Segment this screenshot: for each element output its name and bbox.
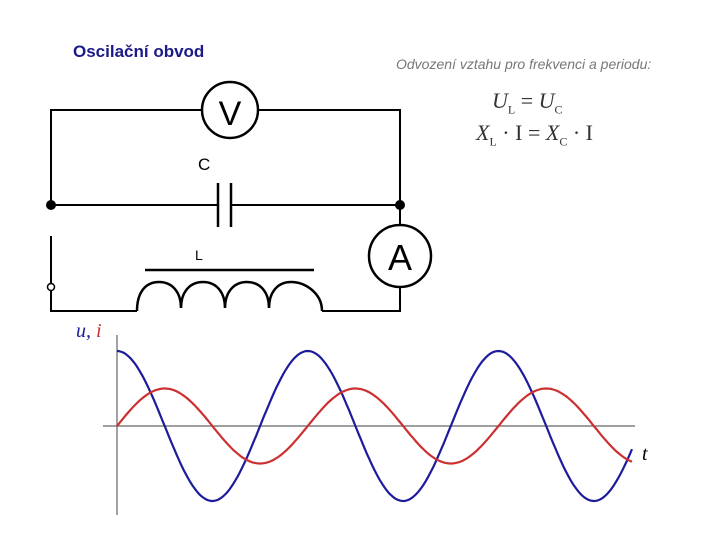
y-label-sep: , — [86, 320, 91, 342]
voltmeter-circle — [200, 80, 260, 140]
eq1-left-symbol: U — [492, 88, 508, 113]
voltage-wave — [116, 349, 634, 503]
eq1-operator: = — [515, 88, 539, 113]
capacitor: C — [198, 155, 233, 227]
current-wave — [116, 387, 633, 465]
y-label-u: u — [76, 320, 86, 342]
eq1-right-symbol: U — [538, 88, 555, 113]
graph-axes — [103, 335, 635, 515]
ammeter-circle — [367, 223, 433, 289]
slide-title: Oscilační obvod — [73, 42, 205, 61]
ammeter-label: A — [388, 237, 412, 278]
eq2-b: · I = — [496, 120, 546, 145]
inductor-label: L — [195, 247, 203, 263]
eq2-a-symbol: X — [476, 120, 490, 145]
equation-voltage-balance: UL = UC — [492, 88, 563, 117]
circuit-wires — [50, 109, 401, 312]
terminal-node-open — [46, 282, 56, 292]
inductor-coil — [135, 280, 324, 312]
junction-node-right — [395, 200, 405, 210]
ammeter: A — [367, 223, 433, 289]
eq1-right-sub: C — [554, 102, 563, 117]
slide-subtitle: Odvození vztahu pro frekvenci a periodu: — [396, 56, 652, 72]
eq2-c-symbol: X — [545, 120, 560, 145]
capacitor-label: C — [198, 155, 210, 174]
voltmeter: V — [200, 80, 260, 140]
eq2-a-sub: L — [489, 134, 497, 149]
voltmeter-label: V — [219, 95, 242, 133]
eq2-d: · I — [567, 120, 593, 145]
graph-y-axis-label: u,i — [76, 320, 102, 342]
equation-reactance-balance: XL · I = XC · I — [476, 120, 593, 149]
y-label-i: i — [96, 320, 102, 342]
junction-node-left — [46, 200, 56, 210]
inductor: L — [135, 247, 324, 312]
eq2-c-sub: C — [559, 134, 568, 149]
eq1-left-sub: L — [507, 102, 516, 117]
graph-x-axis-label: t — [642, 443, 648, 465]
